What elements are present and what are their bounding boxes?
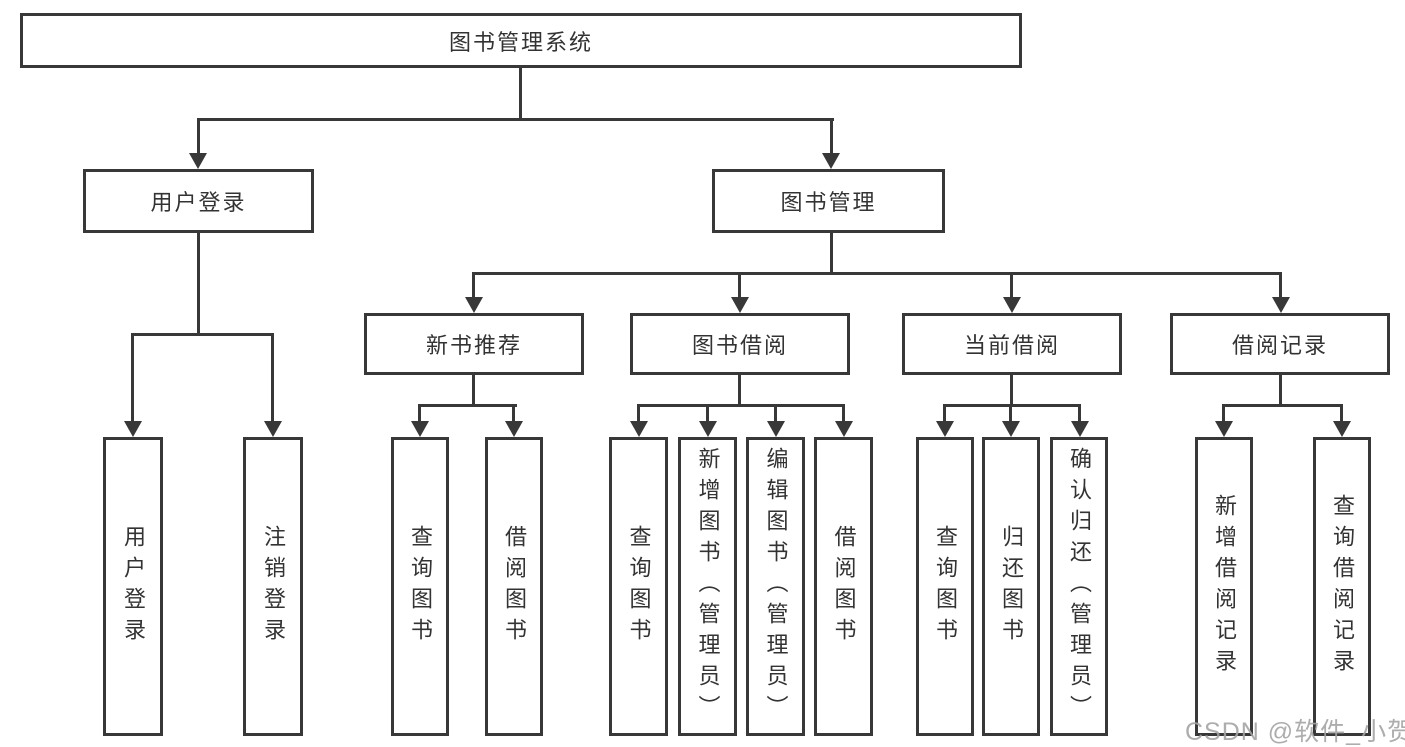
connector-line	[943, 404, 946, 426]
connector-line	[1010, 375, 1013, 407]
node-label: 确认归还（管理员）	[1067, 447, 1092, 726]
arrow-down-icon	[1333, 421, 1351, 437]
node-library-management-system: 图书管理系统	[20, 13, 1022, 68]
node-borrow-records: 借阅记录	[1170, 313, 1390, 375]
node-book-management: 图书管理	[712, 169, 945, 233]
arrow-down-icon	[936, 421, 954, 437]
connector-line	[842, 404, 845, 426]
arrow-down-icon	[1002, 421, 1020, 437]
connector-line	[1078, 404, 1081, 426]
connector-line	[131, 333, 274, 336]
arrow-down-icon	[124, 421, 142, 437]
connector-line	[197, 233, 200, 336]
leaf-confirm-return-admin: 确认归还（管理员）	[1050, 437, 1108, 736]
leaf-borrow-books: 借阅图书	[814, 437, 873, 736]
connector-line	[943, 404, 1081, 407]
node-label: 当前借阅	[963, 333, 1060, 358]
connector-line	[830, 118, 833, 158]
arrow-down-icon	[1003, 297, 1021, 313]
connector-line	[1279, 375, 1282, 407]
connector-line	[472, 375, 475, 407]
node-label: 图书管理	[780, 190, 877, 215]
node-label: 查询借阅记录	[1330, 493, 1355, 680]
arrow-down-icon	[835, 421, 853, 437]
connector-line	[637, 404, 845, 407]
connector-line	[271, 333, 274, 425]
node-label: 图书管理系统	[448, 29, 593, 55]
node-label: 新增图书（管理员）	[695, 447, 721, 726]
connector-line	[706, 404, 709, 426]
node-label: 编辑图书（管理员）	[763, 447, 789, 726]
node-label: 图书借阅	[691, 333, 788, 358]
connector-line	[1222, 404, 1343, 407]
connector-line	[637, 404, 640, 426]
connector-line	[738, 375, 741, 407]
connector-line	[1222, 404, 1225, 426]
node-user-login: 用户登录	[83, 169, 314, 233]
node-label: 查询图书	[408, 524, 433, 649]
arrow-down-icon	[505, 421, 523, 437]
leaf-add-borrow-record: 新增借阅记录	[1195, 437, 1253, 736]
leaf-add-book-admin: 新增图书（管理员）	[678, 437, 737, 736]
leaf-logout: 注销登录	[243, 437, 303, 736]
node-label: 借阅图书	[502, 524, 527, 649]
csdn-watermark: CSDN @软件_小贺同学	[1185, 718, 1405, 746]
connector-line	[1009, 404, 1012, 426]
node-label: 新增借阅记录	[1212, 493, 1237, 680]
node-label: 新书推荐	[425, 333, 522, 358]
leaf-user-login: 用户登录	[103, 437, 163, 736]
leaf-query-books: 查询图书	[391, 437, 449, 736]
arrow-down-icon	[1272, 297, 1290, 313]
arrow-down-icon	[411, 421, 429, 437]
connector-line	[1340, 404, 1343, 426]
node-book-borrow: 图书借阅	[630, 313, 850, 375]
connector-line	[738, 272, 741, 302]
connector-line	[472, 272, 1282, 275]
node-label: 查询图书	[933, 524, 958, 649]
node-label: 查询图书	[626, 524, 652, 649]
connector-line	[197, 118, 200, 158]
leaf-borrow-books: 借阅图书	[485, 437, 543, 736]
connector-line	[197, 118, 834, 121]
connector-line	[1279, 272, 1282, 302]
connector-line	[830, 233, 833, 275]
arrow-down-icon	[1215, 421, 1233, 437]
node-label: 用户登录	[121, 524, 146, 649]
leaf-query-books: 查询图书	[609, 437, 668, 736]
connector-line	[131, 333, 134, 425]
node-label: 用户登录	[150, 190, 247, 215]
arrow-down-icon	[767, 421, 785, 437]
connector-line	[1010, 272, 1013, 302]
arrow-down-icon	[189, 153, 207, 169]
leaf-query-books: 查询图书	[916, 437, 974, 736]
arrow-down-icon	[699, 421, 717, 437]
arrow-down-icon	[731, 297, 749, 313]
arrow-down-icon	[630, 421, 648, 437]
connector-line	[472, 272, 475, 302]
node-label: 借阅记录	[1231, 333, 1328, 358]
node-label: 注销登录	[261, 524, 286, 649]
arrow-down-icon	[465, 297, 483, 313]
node-label: 借阅图书	[831, 524, 857, 649]
connector-line	[418, 404, 517, 407]
leaf-edit-book-admin: 编辑图书（管理员）	[746, 437, 805, 736]
connector-line	[418, 404, 421, 426]
arrow-down-icon	[1071, 421, 1089, 437]
node-label: 归还图书	[999, 524, 1024, 649]
arrow-down-icon	[822, 153, 840, 169]
node-current-borrow: 当前借阅	[902, 313, 1122, 375]
leaf-query-borrow-record: 查询借阅记录	[1313, 437, 1371, 736]
connector-line	[519, 68, 522, 121]
connector-line	[512, 404, 515, 426]
arrow-down-icon	[264, 421, 282, 437]
connector-line	[774, 404, 777, 426]
leaf-return-books: 归还图书	[982, 437, 1040, 736]
node-new-book-recommend: 新书推荐	[364, 313, 584, 375]
